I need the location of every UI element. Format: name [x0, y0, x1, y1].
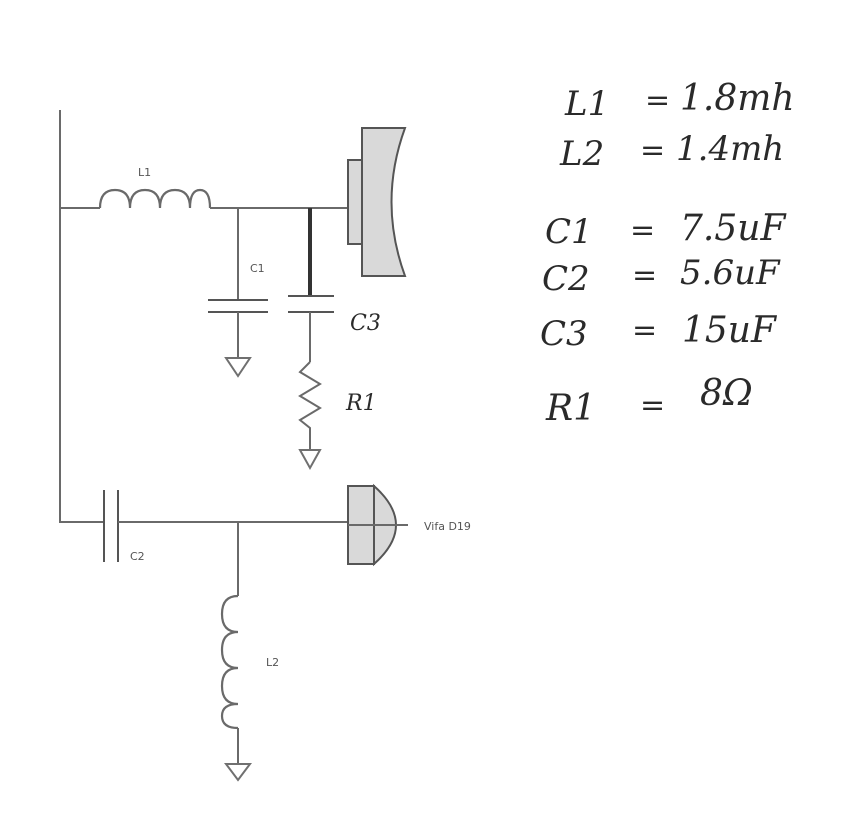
value-text: 8Ω	[700, 373, 753, 414]
inductor-l2	[220, 594, 239, 730]
value-text: 1.8mh	[680, 78, 795, 119]
value-row: R1 = 8Ω	[545, 373, 753, 429]
value-text: 15uF	[682, 310, 778, 351]
value-name: C1	[545, 212, 593, 252]
woofer-cone	[361, 127, 407, 277]
ground-icon	[224, 763, 252, 782]
label-r1: R1	[345, 391, 377, 416]
equals-sign: =	[640, 388, 665, 423]
equals-sign: =	[632, 313, 657, 348]
label-c3: C3	[350, 311, 381, 336]
woofer-magnet	[347, 159, 363, 245]
equals-sign: =	[640, 133, 665, 168]
label-l1: L1	[138, 166, 151, 179]
equals-sign: =	[630, 213, 655, 248]
input-rail	[59, 110, 104, 523]
label-tweeter: Vifa D19	[424, 520, 471, 533]
inductor-l1	[98, 188, 212, 209]
value-row: C3 = 15uF	[540, 310, 778, 354]
equals-sign: =	[645, 83, 670, 118]
value-row: L2 = 1.4mh	[559, 129, 784, 174]
value-name: C3	[540, 314, 588, 354]
resistor-r1	[298, 361, 322, 450]
label-l2: L2	[266, 656, 279, 669]
ground-icon	[298, 449, 322, 471]
label-c2: C2	[130, 550, 145, 563]
value-name: L1	[564, 84, 609, 124]
label-c1: C1	[250, 262, 265, 275]
value-row: C1 = 7.5uF	[545, 208, 787, 252]
value-name: C2	[542, 259, 590, 299]
value-row: L1 = 1.8mh	[564, 78, 795, 124]
value-name: R1	[545, 388, 596, 429]
component-values: L1 = 1.8mh L2 = 1.4mh C1 = 7.5uF C2 = 5.…	[540, 78, 795, 429]
equals-sign: =	[632, 258, 657, 293]
value-row: C2 = 5.6uF	[542, 253, 781, 299]
value-text: 5.6uF	[680, 253, 781, 293]
value-text: 1.4mh	[676, 129, 784, 169]
value-name: L2	[559, 134, 604, 174]
value-text: 7.5uF	[680, 208, 787, 249]
ground-icon	[224, 357, 252, 378]
